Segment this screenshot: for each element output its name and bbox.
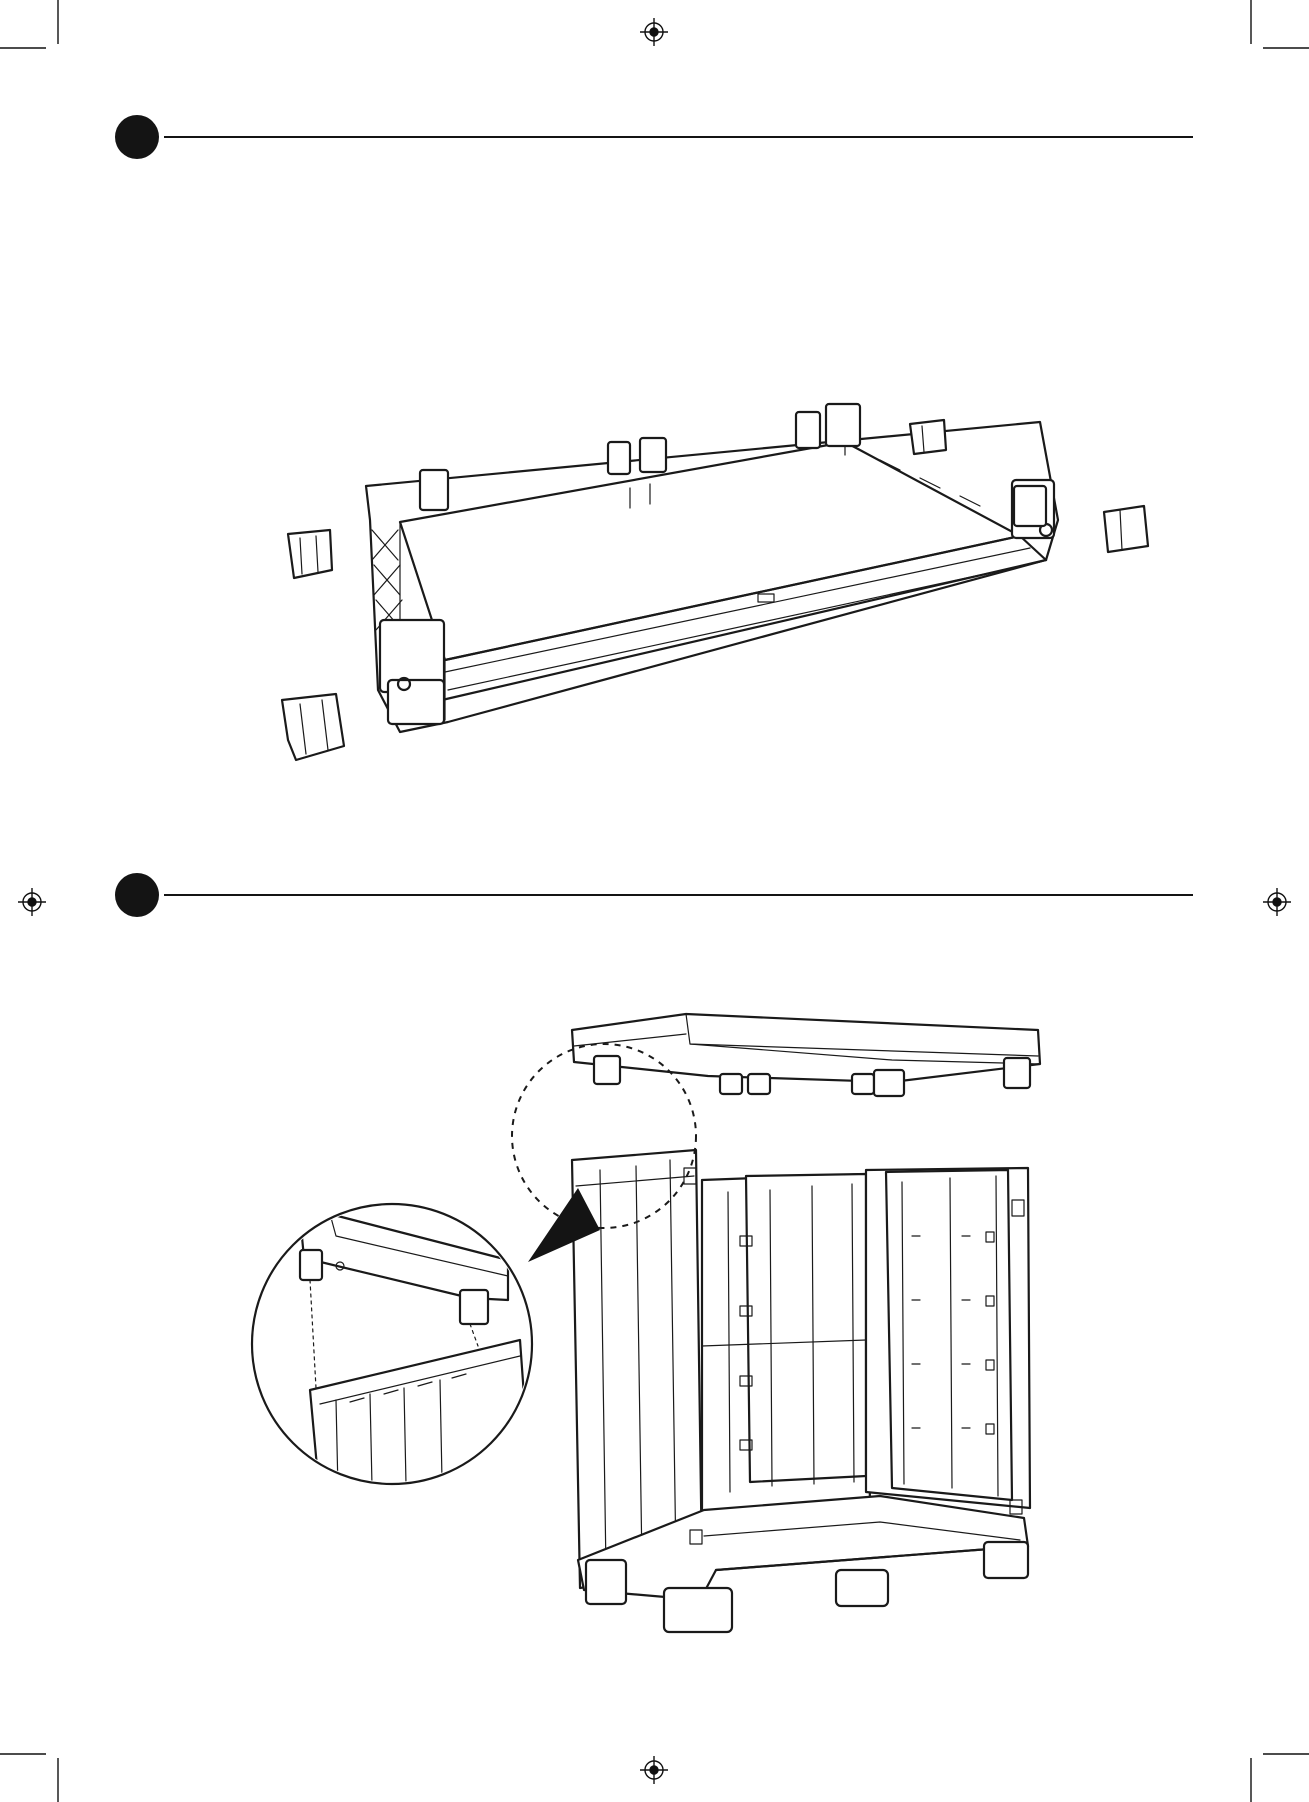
- top-frame: [572, 1014, 1040, 1096]
- cabinet-body: [572, 1150, 1030, 1632]
